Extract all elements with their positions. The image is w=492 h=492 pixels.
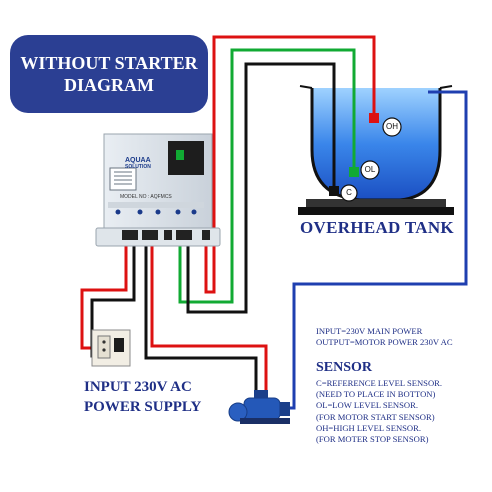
overhead-tank-label: OVERHEAD TANK: [300, 218, 454, 237]
sensor-ol: [349, 160, 380, 180]
controller-box: [95, 133, 221, 247]
red-wire-oh: [204, 35, 376, 294]
sensor-oh-tag: OH: [386, 122, 398, 131]
title-line-1: WITHOUT STARTER: [20, 53, 198, 73]
sensor-legend: C=REFERENCE LEVEL SENSOR. (NEED TO PLACE…: [316, 378, 442, 445]
power-info-input: INPUT=230V MAIN POWER: [316, 326, 423, 336]
sensor-oh: [369, 113, 402, 137]
green-wire-ol: [178, 48, 356, 304]
tank-base: [298, 207, 454, 215]
motor-pump: [228, 390, 290, 424]
sensor-line: (FOR MOTER STOP SENSOR): [316, 434, 429, 445]
diagram-title-box: WITHOUT STARTER DIAGRAM: [10, 35, 208, 113]
motor-wires: [144, 237, 268, 402]
sensor-line: OL=LOW LEVEL SENSOR.: [316, 400, 418, 411]
controller-brand-sub: SOLUTION: [125, 164, 151, 170]
input-power-label: INPUT 230V AC POWER SUPPLY: [84, 379, 202, 415]
sensor-line: (NEED TO PLACE IN BOTTON): [316, 389, 436, 400]
sensor-line: OH=HIGH LEVEL SENSOR.: [316, 422, 422, 433]
sensor-c: [329, 184, 358, 202]
controller-brand: AQUAA SOLUTION: [125, 157, 151, 170]
sensor-line: (FOR MOTOR START SENSOR): [316, 411, 435, 422]
sensor-ol-tag: OL: [364, 165, 376, 174]
power-info-output: OUTPUT=MOTOR POWER 230V AC: [316, 337, 453, 347]
controller-model: MODEL NO : AQFMCS: [120, 194, 172, 200]
black-wire-c: [186, 62, 336, 314]
controller-terminals: [122, 230, 210, 240]
controller-brand-name: AQUAA: [125, 157, 151, 164]
controller-display: [168, 141, 204, 175]
blue-wire-tank: [286, 90, 468, 410]
title-line-2: DIAGRAM: [64, 75, 154, 95]
sensor-title: SENSOR: [316, 360, 373, 375]
power-socket: [91, 329, 131, 367]
overhead-tank: [298, 85, 454, 215]
sensor-line: C=REFERENCE LEVEL SENSOR.: [316, 378, 443, 388]
sensor-c-tag: C: [346, 188, 352, 197]
power-info: INPUT=230V MAIN POWER OUTPUT=MOTOR POWER…: [316, 326, 453, 348]
